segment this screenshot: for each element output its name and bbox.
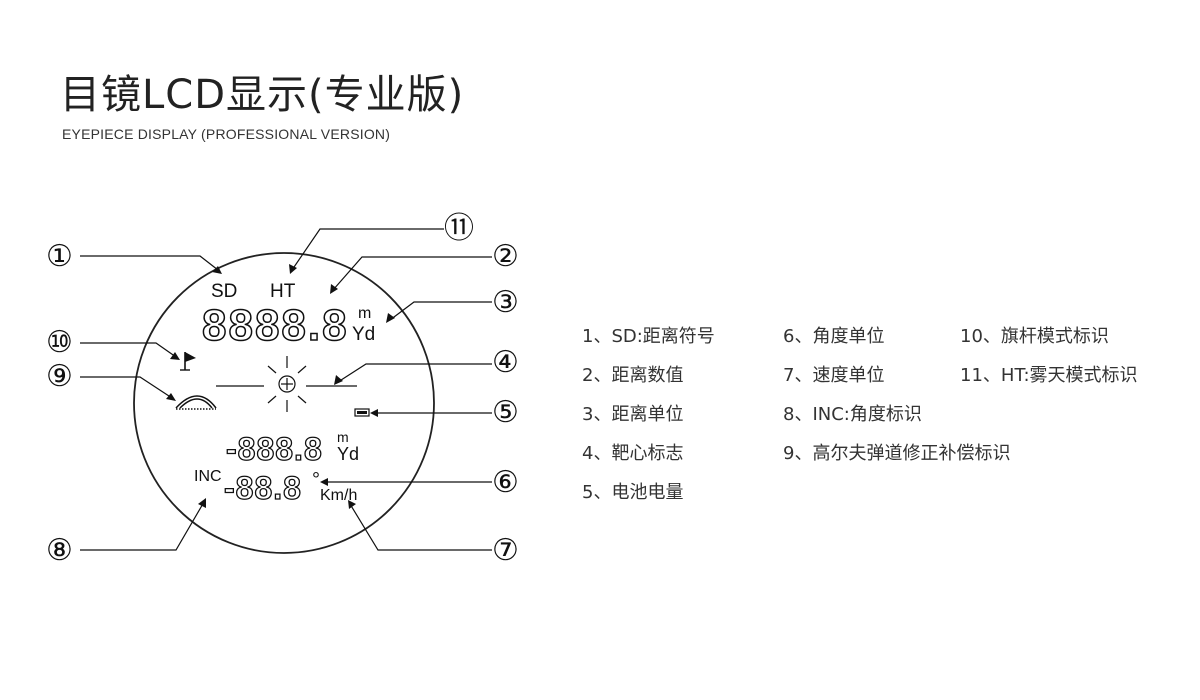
callout-4: ④ [492, 345, 519, 380]
flag-icon [180, 352, 196, 371]
callout-9: ⑨ [46, 359, 73, 394]
distance-unit-yd: Yd [352, 324, 375, 345]
callout-2: ② [492, 239, 519, 274]
callout-11: ⑪ [444, 211, 474, 246]
page-subtitle: EYEPIECE DISPLAY (PROFESSIONAL VERSION) [62, 126, 391, 142]
battery-icon [354, 408, 370, 417]
callout-1: ① [46, 239, 73, 274]
legend-item-11: 11、HT:雾天模式标识 [960, 365, 1138, 386]
second-distance-value: -888.8 [226, 431, 323, 467]
legend-item-7: 7、速度单位 [783, 365, 885, 386]
legend-item-10: 10、旗杆模式标识 [960, 326, 1109, 347]
second-unit-m: m [337, 429, 349, 445]
legend-item-8: 8、INC:角度标识 [783, 404, 922, 425]
distance-value: 8888.8 [202, 301, 349, 350]
lcd-display-circle [133, 252, 435, 554]
degree-symbol: ° [312, 469, 320, 491]
legend-item-6: 6、角度单位 [783, 326, 885, 347]
target-icon [216, 356, 357, 412]
second-unit-yd: Yd [337, 444, 359, 464]
legend-item-9: 9、高尔夫弹道修正补偿标识 [783, 443, 1011, 464]
legend-item-4: 4、靶心标志 [582, 443, 684, 464]
callout-7: ⑦ [492, 533, 519, 568]
callout-6: ⑥ [492, 465, 519, 500]
callout-8: ⑧ [46, 533, 73, 568]
speed-unit: Km/h [320, 487, 357, 504]
angle-value: -88.8 [224, 470, 302, 506]
legend-item-5: 5、电池电量 [582, 482, 684, 503]
inc-label: INC [194, 468, 222, 485]
callout-5: ⑤ [492, 395, 519, 430]
ht-label: HT [270, 281, 296, 302]
legend-item-2: 2、距离数值 [582, 365, 684, 386]
distance-unit-m: m [358, 305, 371, 322]
callout-10: ⑩ [46, 325, 73, 360]
legend-item-3: 3、距离单位 [582, 404, 684, 425]
callout-3: ③ [492, 285, 519, 320]
page-title: 目镜LCD显示(专业版) [60, 72, 465, 118]
legend-item-1: 1、SD:距离符号 [582, 326, 715, 347]
trajectory-icon [175, 395, 217, 410]
sd-label: SD [211, 281, 237, 302]
